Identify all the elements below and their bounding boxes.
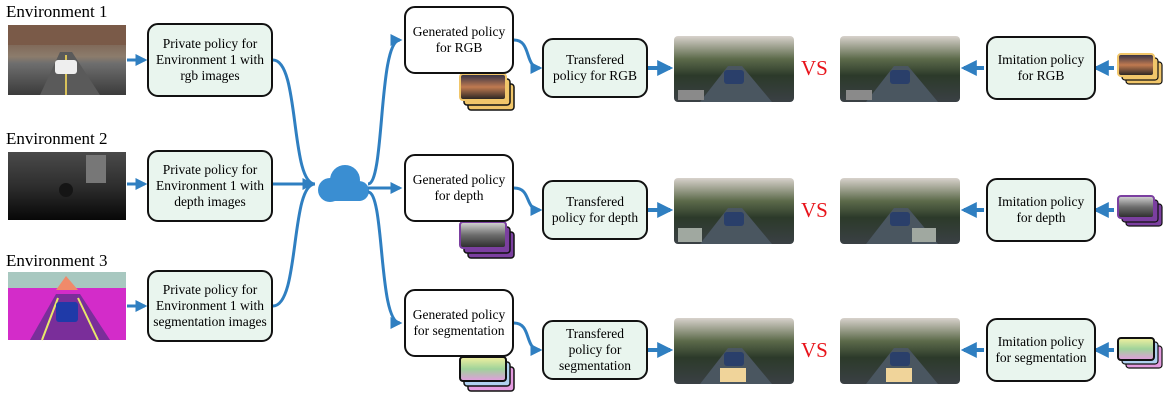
rgb-image-stack-icon [459, 73, 515, 111]
private-policy-depth-box: Private policy for Environment 1 with de… [147, 150, 273, 222]
private-policy-segmentation-box: Private policy for Environment 1 with se… [147, 270, 273, 342]
generated-policy-depth-box: Generated policy for depth [404, 154, 514, 222]
arrow-cloud-gen3 [367, 190, 403, 329]
private-policy-rgb-box: Private policy for Environment 1 with rg… [147, 23, 273, 97]
arrow-policy3-cloud [272, 182, 316, 308]
imitation-policy-depth-box: Imitation policy for depth [986, 178, 1096, 242]
imitation-policy-depth-text: Imitation policy for depth [997, 194, 1085, 225]
segmentation-thumb-stack-icon [1117, 337, 1163, 369]
imitation-result-image-depth [840, 178, 960, 244]
segmentation-image-stack-icon [459, 356, 515, 392]
vs-label-depth: VS [801, 198, 828, 222]
generated-policy-segmentation-text: Generated policy for segmentation [412, 307, 506, 338]
generated-policy-rgb-box: Generated policy for RGB [404, 6, 514, 74]
imitation-policy-rgb-text: Imitation policy for RGB [997, 52, 1085, 83]
transfer-result-image-rgb [674, 36, 794, 102]
arrow-gen3-transfer3 [513, 321, 543, 356]
private-policy-segmentation-text: Private policy for Environment 1 with se… [153, 282, 267, 329]
env-2-label: Environment 2 [6, 129, 108, 148]
transfer-result-image-depth [674, 178, 794, 244]
transferred-policy-rgb-box: Transfered policy for RGB [542, 38, 648, 98]
imitation-policy-segmentation-box: Imitation policy for segmentation [986, 318, 1096, 382]
transfer-result-image-segmentation [674, 318, 794, 384]
env-3-image [8, 272, 126, 341]
imitation-result-image-segmentation [840, 318, 960, 384]
rgb-thumb-stack-icon [1117, 53, 1163, 85]
transferred-policy-rgb-text: Transfered policy for RGB [553, 52, 637, 83]
transferred-policy-depth-text: Transfered policy for depth [551, 194, 639, 225]
private-policy-depth-text: Private policy for Environment 1 with de… [156, 162, 264, 209]
arrow-policy1-cloud [272, 58, 316, 186]
depth-image-stack-icon [459, 221, 515, 259]
private-policy-rgb-text: Private policy for Environment 1 with rg… [156, 36, 264, 83]
depth-thumb-stack-icon [1117, 195, 1163, 227]
vs-label-segmentation: VS [801, 338, 828, 362]
generated-policy-rgb-text: Generated policy for RGB [412, 24, 506, 55]
imitation-policy-rgb-box: Imitation policy for RGB [986, 36, 1096, 100]
transferred-policy-segmentation-box: Transfered policy for segmentation [542, 320, 648, 380]
arrow-cloud-gen1 [367, 34, 403, 186]
transferred-policy-segmentation-text: Transfered policy for segmentation [559, 326, 631, 373]
imitation-result-image-rgb [840, 36, 960, 102]
env-1-label: Environment 1 [6, 2, 108, 21]
imitation-policy-segmentation-text: Imitation policy for segmentation [995, 334, 1087, 365]
env-3-label: Environment 3 [6, 251, 108, 270]
arrow-gen2-transfer2 [513, 186, 543, 216]
transferred-policy-depth-box: Transfered policy for depth [542, 180, 648, 240]
cloud-icon [318, 165, 369, 202]
env-2-image [8, 152, 126, 220]
env-1-image [8, 25, 126, 95]
arrow-gen1-transfer1 [513, 38, 543, 74]
generated-policy-depth-text: Generated policy for depth [412, 172, 506, 203]
generated-policy-segmentation-box: Generated policy for segmentation [404, 289, 514, 357]
vs-label-rgb: VS [801, 56, 828, 80]
